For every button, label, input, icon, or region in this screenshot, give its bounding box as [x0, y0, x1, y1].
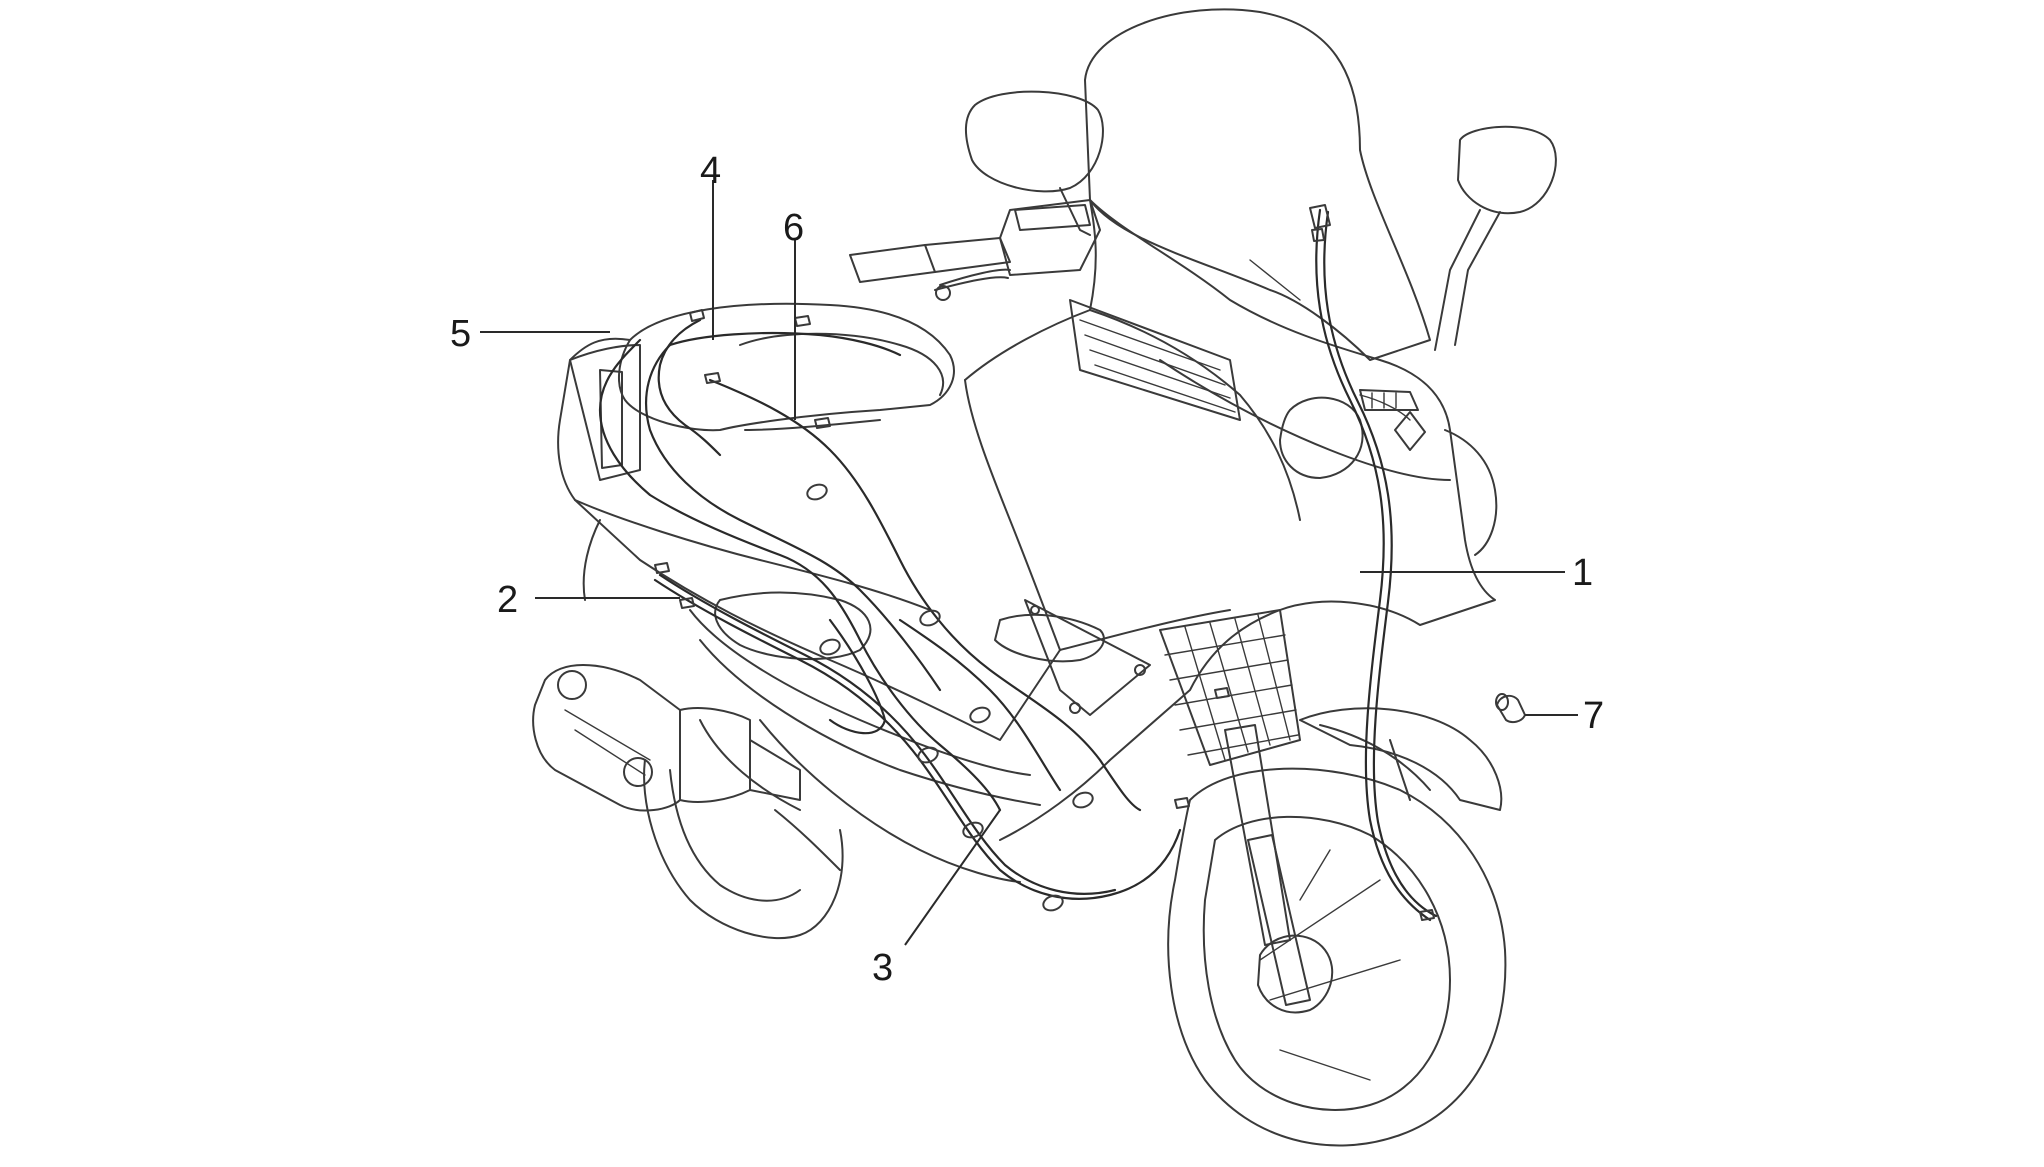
- callout-1: 1: [1572, 552, 1593, 594]
- left-mirror: [965, 90, 1104, 236]
- rear-wheel: [582, 519, 844, 939]
- callout-5: 5: [450, 313, 471, 355]
- leader-lines: [480, 180, 1578, 946]
- callout-labels: 1 2 3 4 5 6 7: [450, 150, 1604, 989]
- callout-6: 6: [783, 207, 804, 249]
- seat: [618, 302, 955, 432]
- grommet-part-7: [1495, 693, 1526, 724]
- leader-3: [904, 809, 1001, 946]
- cable-1: [1309, 204, 1438, 922]
- callout-7: 7: [1583, 695, 1604, 737]
- muffler: [532, 664, 801, 812]
- callout-3: 3: [872, 947, 893, 989]
- cable-2-3: [653, 573, 1182, 900]
- cable-clips: [806, 483, 1094, 912]
- callout-4: 4: [700, 150, 721, 192]
- cable-5: [645, 331, 942, 692]
- windscreen: [1084, 8, 1431, 361]
- cable-ends: [654, 309, 1435, 921]
- rear-body: [557, 337, 1151, 883]
- front-fairing: [964, 199, 1498, 841]
- left-handlebar: [849, 199, 1101, 301]
- front-wheel: [1167, 707, 1507, 1147]
- right-mirror: [1434, 125, 1557, 351]
- callout-2: 2: [497, 579, 518, 621]
- radiator-grille: [1159, 609, 1301, 766]
- cable-4: [598, 318, 1002, 812]
